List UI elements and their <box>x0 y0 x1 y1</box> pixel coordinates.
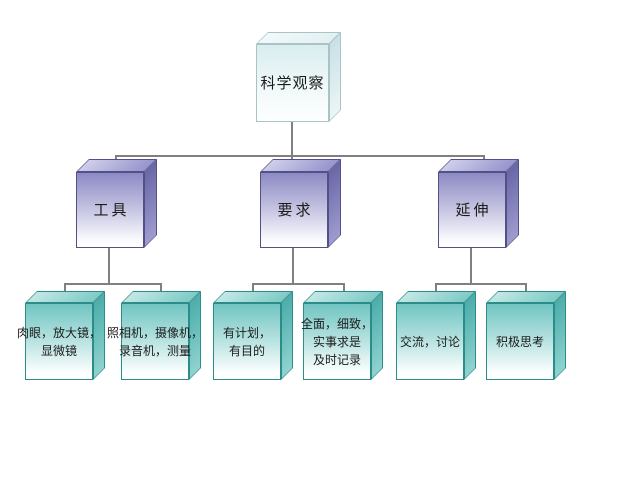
connector-line <box>435 283 527 285</box>
node-label: 照相机，摄像机， 录音机，测量 <box>107 325 204 358</box>
box-front-face: 工具 <box>76 172 144 248</box>
connector-line <box>470 246 472 284</box>
node-label: 有计划， 有目的 <box>222 325 271 358</box>
connector-line <box>64 283 162 285</box>
box-right-face <box>464 291 476 380</box>
box-front-face: 照相机，摄像机， 录音机，测量 <box>107 303 203 380</box>
box-front-face: 有计划， 有目的 <box>213 303 281 380</box>
box-right-face <box>328 159 341 248</box>
connector-line <box>292 246 294 284</box>
connector-line <box>64 283 66 296</box>
box-front-face: 科学观察 <box>256 44 329 122</box>
box-right-face <box>506 159 519 248</box>
box-front-face: 交流，讨论 <box>396 303 464 380</box>
connector-line <box>435 283 437 296</box>
node-label: 工具 <box>93 200 130 219</box>
node-label: 肉眼，放大镜， 显微镜 <box>17 325 102 358</box>
box-front-face: 肉眼，放大镜， 显微镜 <box>17 303 101 380</box>
connector-line <box>115 155 485 157</box>
box-front-face: 积极思考 <box>486 303 554 380</box>
box-front-face: 要求 <box>260 172 328 248</box>
node-label: 积极思考 <box>495 334 544 349</box>
connector-line <box>252 283 345 285</box>
connector-line <box>160 283 162 296</box>
box-top-face <box>256 32 341 44</box>
connector-line <box>108 246 110 284</box>
box-right-face <box>329 32 341 122</box>
node-label: 科学观察 <box>260 73 325 92</box>
box-right-face <box>144 159 157 248</box>
box-right-face <box>281 291 293 380</box>
connector-line <box>291 122 293 170</box>
box-right-face <box>554 291 566 380</box>
box-front-face: 延伸 <box>438 172 506 248</box>
connector-line <box>343 283 345 296</box>
connector-line <box>525 283 527 296</box>
node-label: 要求 <box>277 200 314 219</box>
node-label: 交流，讨论 <box>399 334 460 349</box>
node-label: 全面，细致， 实事求是 及时记录 <box>301 316 374 367</box>
connector-line <box>252 283 254 296</box>
box-front-face: 全面，细致， 实事求是 及时记录 <box>301 303 374 380</box>
node-label: 延伸 <box>455 200 492 219</box>
